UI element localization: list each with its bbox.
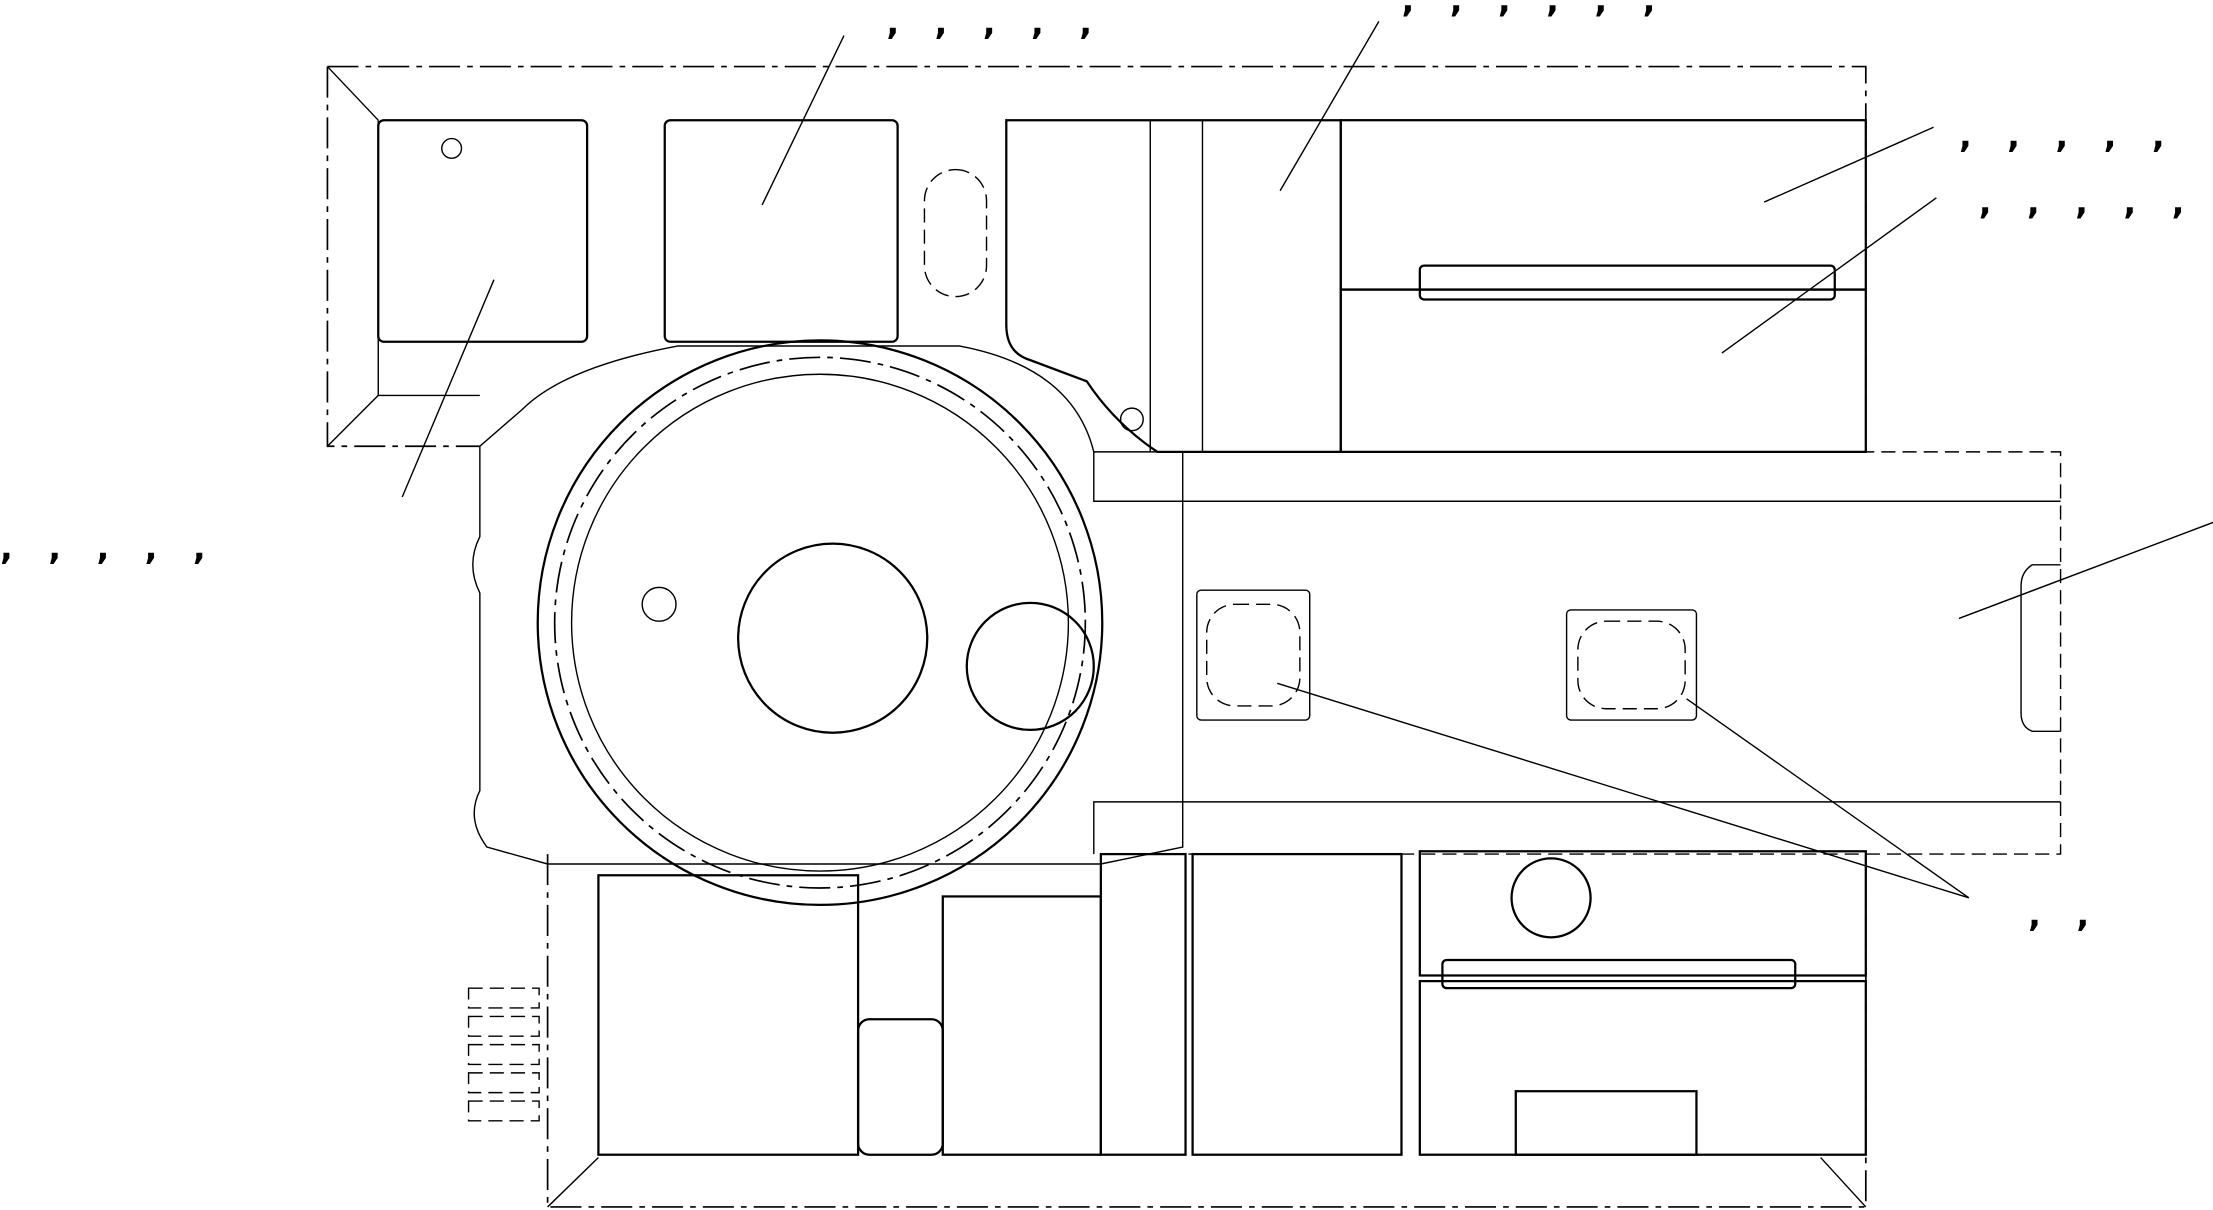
callout-right-upper: , , , , , — [1959, 116, 2165, 155]
callout-bottom-right: , , — [2028, 895, 2089, 934]
callout-right-lower: , , , , , — [1979, 182, 2185, 221]
top-panels — [377, 119, 1867, 453]
callout-top-right: , , , , , , — [1401, 0, 1655, 20]
rotary-table — [472, 339, 1184, 907]
callout-top-left: , , , , , — [886, 3, 1092, 42]
leader-lines — [401, 21, 2213, 899]
vent-grille — [467, 987, 540, 1122]
bottom-panels — [467, 850, 1867, 1156]
callout-labels: , , , , , , , , , , , , , , , , , , , , … — [0, 0, 2184, 934]
outer-frame — [326, 65, 1867, 1208]
right-extension — [1093, 451, 2062, 855]
callout-left: , , , , , — [0, 528, 206, 567]
